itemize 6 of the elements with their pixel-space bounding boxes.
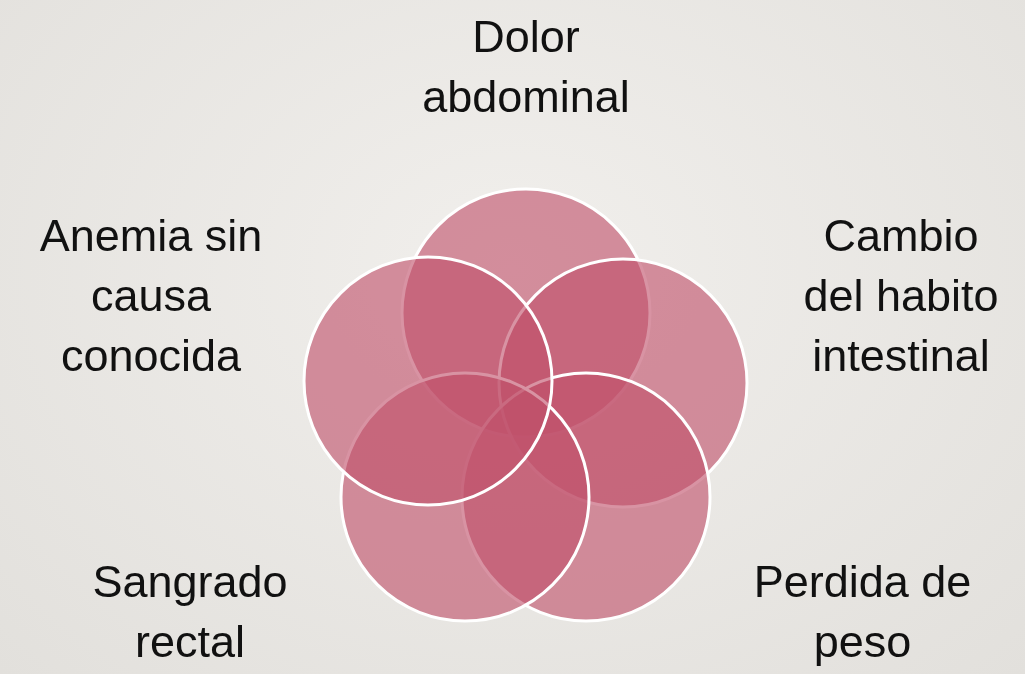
circle-label: Dolor abdominal xyxy=(421,10,631,124)
circle-label: Perdida de peso xyxy=(752,555,973,669)
circle-label: Cambio del habito intestinal xyxy=(802,209,1000,383)
circle-label: Anemia sin causa conocida xyxy=(38,209,264,383)
circle-shape xyxy=(302,255,554,507)
circle-label: Sangrado rectal xyxy=(91,555,289,669)
